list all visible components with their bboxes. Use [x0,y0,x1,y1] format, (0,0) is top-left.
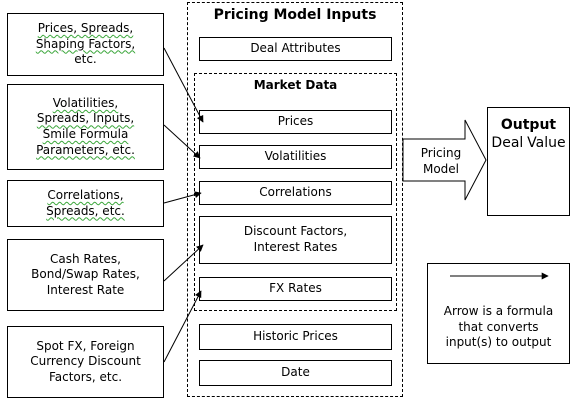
output-box: Output Deal Value [487,107,570,216]
output-title: Output [500,117,557,133]
legend-line-3: input(s) to output [445,335,552,350]
market-item-fx-rates: FX Rates [199,277,392,301]
source-2-line-2: Spreads, Inputs, [36,111,135,126]
panel-title: Pricing Model Inputs [213,7,377,23]
source-box-correlations: Correlations, Spreads, etc. [7,180,164,227]
output-line-2: Value [527,135,566,152]
legend-line-1: Arrow is a formula [443,304,554,318]
market-item-discount-factors-label: Discount Factors, Interest Rates [243,224,348,254]
deal-attributes-box: Deal Attributes [199,37,392,61]
market-item-discount-factors: Discount Factors, Interest Rates [199,216,392,264]
source-5-line-2: Currency Discount [30,354,141,369]
arrow-correlations [163,191,202,204]
pricing-model-label: Pricing Model [404,145,478,177]
source-1-line-2: Shaping Factors, [35,36,136,51]
arrow-discount-factors [163,244,204,282]
pricing-model-block-arrow [402,119,487,201]
date-box: Date [199,360,392,386]
pricing-model-line-2: Model [422,162,460,177]
market-item-volatilities: Volatilities [199,145,392,169]
source-4-line-1: Cash Rates, [49,251,121,266]
source-3-line-2: Spreads, etc. [46,203,125,218]
output-line-1: Deal [491,135,524,152]
market-data-title: Market Data [253,78,338,92]
source-4-line-3: Interest Rate [46,282,125,297]
legend-line-2: that converts [458,319,539,334]
source-4-line-2: Bond/Swap Rates, [31,267,140,282]
source-box-volatilities: Volatilities, Spreads, Inputs, Smile For… [7,84,164,170]
source-box-prices-spreads: Prices, Spreads, Shaping Factors, etc. [7,13,164,76]
source-1-line-3: etc. [74,52,97,67]
source-2-line-3: Smile Formula [42,127,129,141]
pricing-model-inputs-panel [187,2,403,397]
historic-prices-box: Historic Prices [199,324,392,350]
arrow-volatilities [163,124,201,159]
source-box-spot-fx: Spot FX, Foreign Currency Discount Facto… [7,326,164,398]
source-2-line-1: Volatilities, [52,95,119,110]
market-item-prices: Prices [199,110,392,134]
source-5-line-1: Spot FX, Foreign [36,338,135,353]
source-box-cash-rates: Cash Rates, Bond/Swap Rates, Interest Ra… [7,239,164,311]
source-1-line-1: Prices, Spreads, [37,21,134,36]
legend-box: Arrow is a formula that converts input(s… [427,263,570,364]
arrow-fx-rates [163,290,202,363]
source-2-line-4: Parameters, etc. [36,142,135,157]
market-item-correlations: Correlations [199,181,392,205]
source-3-line-1: Correlations, [47,187,124,202]
arrow-prices [163,47,204,123]
pricing-model-line-1: Pricing [420,146,462,160]
source-5-line-3: Factors, etc. [48,369,123,384]
